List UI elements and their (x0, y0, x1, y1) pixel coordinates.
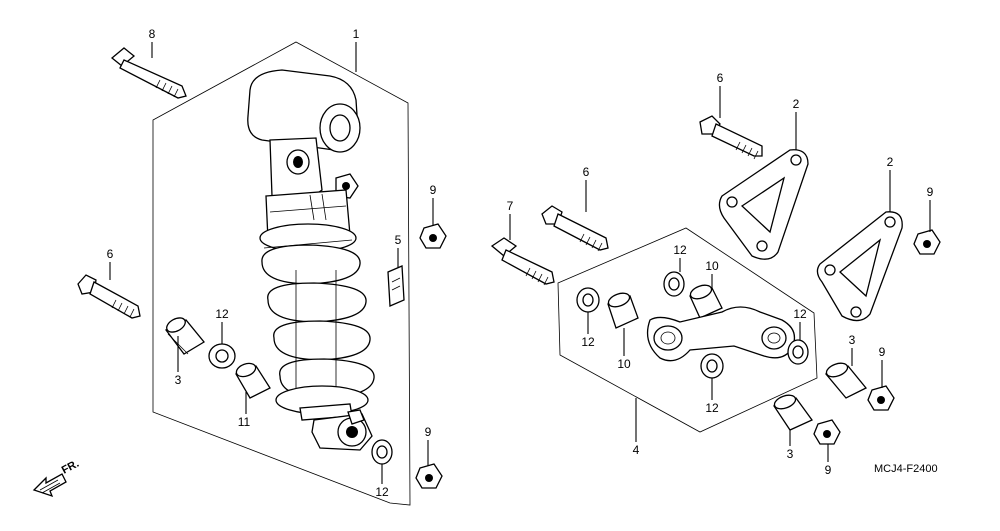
callout-12-left: 12 (215, 307, 229, 321)
suspension-link-arm-4 (646, 306, 796, 362)
callout-11: 11 (238, 415, 251, 429)
collar-3-right-lower (773, 394, 813, 431)
nut-9-right-mid (867, 385, 895, 411)
nut-9-right-bottom (813, 419, 841, 445)
callout-6-right: 6 (717, 71, 724, 85)
collar-3-right-upper (824, 362, 868, 399)
bushing-12-link-right (787, 339, 809, 365)
bushing-12-bottom (371, 439, 393, 465)
drawing-code: MCJ4-F2400 (874, 463, 938, 475)
callout-10-top: 10 (705, 259, 719, 273)
link-plate-2-upper (718, 149, 809, 260)
bolt-7 (490, 237, 555, 286)
callout-2-right: 2 (887, 155, 894, 169)
callout-3-right-upper: 3 (849, 333, 856, 347)
front-direction-arrow (32, 473, 67, 498)
callout-9-right-top: 9 (927, 185, 934, 199)
callout-3-left: 3 (175, 373, 182, 387)
callout-2-upper: 2 (793, 97, 800, 111)
callout-3-right-lower: 3 (787, 447, 794, 461)
callout-5: 5 (395, 233, 402, 247)
callout-6-center: 6 (583, 165, 590, 179)
collar-10-top (689, 284, 723, 319)
callout-9-bottom: 9 (425, 425, 432, 439)
bolt-8 (110, 47, 187, 99)
callout-9-center: 9 (430, 183, 437, 197)
callout-12-link-top: 12 (673, 243, 687, 257)
collar-11 (235, 362, 271, 399)
callout-1: 1 (353, 27, 360, 41)
leader-lines (109, 42, 931, 484)
collar-3-left (165, 317, 205, 355)
bolt-6-right (699, 115, 763, 160)
callout-7: 7 (507, 199, 514, 213)
nut-9-bottom (415, 463, 443, 489)
callout-12-link-bottom: 12 (705, 401, 719, 415)
callout-12-bottom: 12 (375, 485, 389, 499)
nut-9-right-top (913, 229, 941, 255)
rear-shock-absorber (247, 69, 375, 451)
direction-label: FR. (60, 458, 81, 477)
bushing-12-link-left (576, 287, 600, 313)
callout-9-right-mid: 9 (879, 345, 886, 359)
callout-12-link-right: 12 (793, 307, 807, 321)
callout-10-left: 10 (617, 357, 631, 371)
callout-8: 8 (149, 27, 156, 41)
nut-9-center (419, 223, 447, 249)
callout-6-left: 6 (107, 247, 114, 261)
link-plate-2-right (816, 211, 903, 322)
bolt-6-left (77, 274, 141, 319)
callout-4: 4 (633, 443, 640, 457)
bolt-6-center (541, 205, 609, 252)
bushing-12-link-top (663, 271, 685, 297)
link-assembly-outline (557, 227, 818, 433)
label-5 (387, 265, 405, 307)
collar-10-left (607, 292, 639, 329)
bushing-12-link-bottom (700, 353, 724, 379)
shock-assembly-outline (152, 41, 411, 506)
bushing-12-left (208, 343, 236, 369)
callout-9-right-bottom: 9 (825, 463, 832, 477)
callout-12-link-left: 12 (581, 335, 595, 349)
